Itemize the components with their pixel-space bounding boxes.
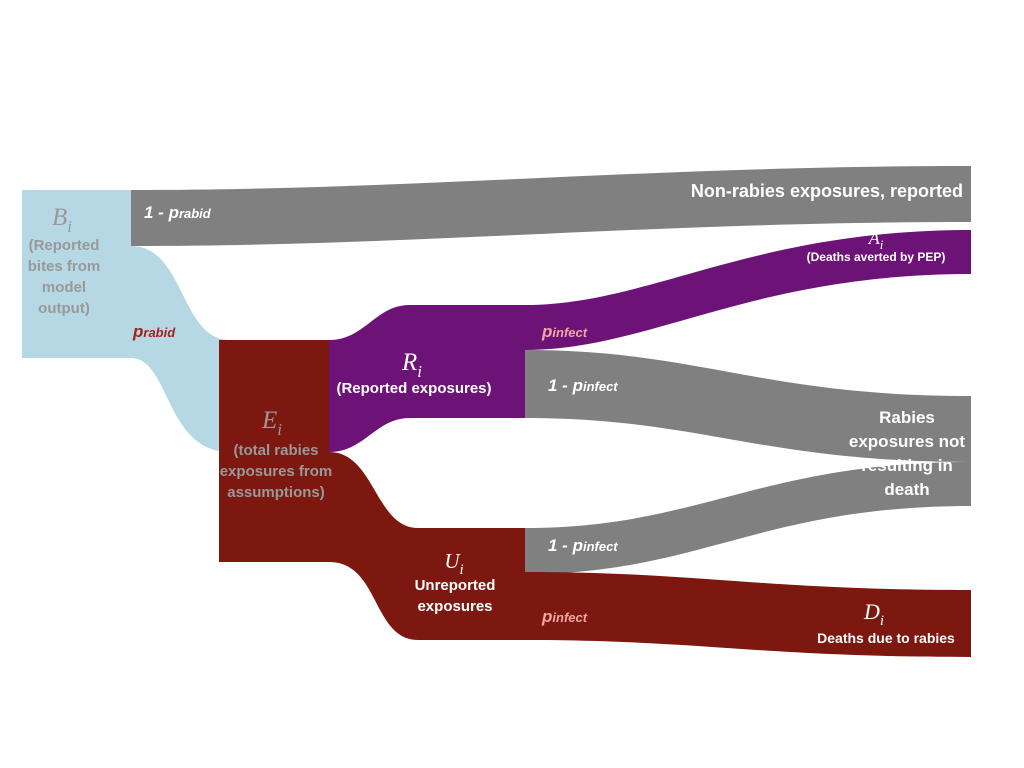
unreported-desc-line-2: exposures xyxy=(417,598,492,615)
reported-to-averted-flow xyxy=(525,230,971,350)
flow-bands xyxy=(22,166,971,657)
averted-desc: (Deaths averted by PEP) xyxy=(807,250,946,264)
exposures-label: Ei (total rabies exposures from assumpti… xyxy=(220,407,333,501)
prabid-label: prabid xyxy=(132,322,176,341)
unreported-to-deaths-flow xyxy=(525,572,971,657)
non-rabies-flow xyxy=(131,166,971,246)
pinfect-reported-sub: infect xyxy=(552,325,587,340)
one-minus-pinfect-reported-sub: infect xyxy=(583,379,618,394)
exposures-desc-line-3: assumptions) xyxy=(227,484,325,501)
exposures-to-reported-flow xyxy=(329,305,526,452)
unreported-symbol: Ui xyxy=(444,549,463,578)
no-death-line-4: death xyxy=(884,480,929,499)
reported-label: Ri (Reported exposures) xyxy=(336,349,491,397)
reported-to-no-death-flow xyxy=(525,350,971,462)
no-death-label: Rabies exposures not resulting in death xyxy=(849,408,966,499)
averted-symbol: Ai xyxy=(868,228,884,252)
unreported-to-no-death-flow xyxy=(525,462,971,574)
one-minus-pinfect-reported-label: 1 - pinfect xyxy=(548,376,618,395)
deaths-symbol: Di xyxy=(863,599,884,629)
exposures-desc-line-2: exposures from xyxy=(220,463,333,480)
pinfect-unreported-sub: infect xyxy=(552,610,587,625)
bites-desc-line-3: model xyxy=(42,279,86,296)
one-minus-pinfect-unreported-label: 1 - pinfect xyxy=(548,536,618,555)
no-death-line-1: Rabies xyxy=(879,408,935,427)
exposures-node xyxy=(219,340,330,562)
bites-node xyxy=(22,190,132,358)
deaths-label: Di Deaths due to rabies xyxy=(817,599,955,646)
averted-label: Ai (Deaths averted by PEP) xyxy=(807,228,946,264)
deaths-subscript: i xyxy=(880,613,884,629)
reported-subscript: i xyxy=(417,362,422,381)
unreported-subscript: i xyxy=(460,562,464,578)
pinfect-unreported-label: pinfect xyxy=(541,607,588,626)
prabid-sub: rabid xyxy=(143,325,176,340)
bites-desc-line-1: (Reported xyxy=(29,237,100,254)
averted-subscript: i xyxy=(880,237,884,252)
bites-desc-line-2: bites from xyxy=(28,258,101,275)
one-minus-prabid-sub: rabid xyxy=(179,206,212,221)
one-minus-prabid-label: 1 - prabid xyxy=(144,203,212,222)
no-death-line-2: exposures not xyxy=(849,432,966,451)
bites-subscript: i xyxy=(67,217,72,236)
non-rabies-label: Non-rabies exposures, reported xyxy=(691,181,963,201)
reported-symbol: Ri xyxy=(401,349,422,381)
unreported-desc-line-1: Unreported xyxy=(415,577,496,594)
exposures-symbol: Ei xyxy=(261,407,282,439)
one-minus-pinfect-unreported-sub: infect xyxy=(583,539,618,554)
bites-to-exposures-flow xyxy=(131,246,230,452)
deaths-desc: Deaths due to rabies xyxy=(817,630,955,646)
bites-symbol: Bi xyxy=(52,204,72,236)
unreported-label: Ui Unreported exposures xyxy=(415,549,496,615)
pinfect-reported-label: pinfect xyxy=(541,322,588,341)
exposures-desc-line-1: (total rabies xyxy=(233,442,318,459)
bites-desc-line-4: output) xyxy=(38,300,90,317)
exposures-subscript: i xyxy=(277,420,282,439)
reported-desc: (Reported exposures) xyxy=(336,380,491,397)
bites-label: Bi (Reported bites from model output) xyxy=(28,204,101,317)
no-death-line-3: resulting in xyxy=(861,456,953,475)
exposures-to-unreported-flow xyxy=(329,452,526,640)
